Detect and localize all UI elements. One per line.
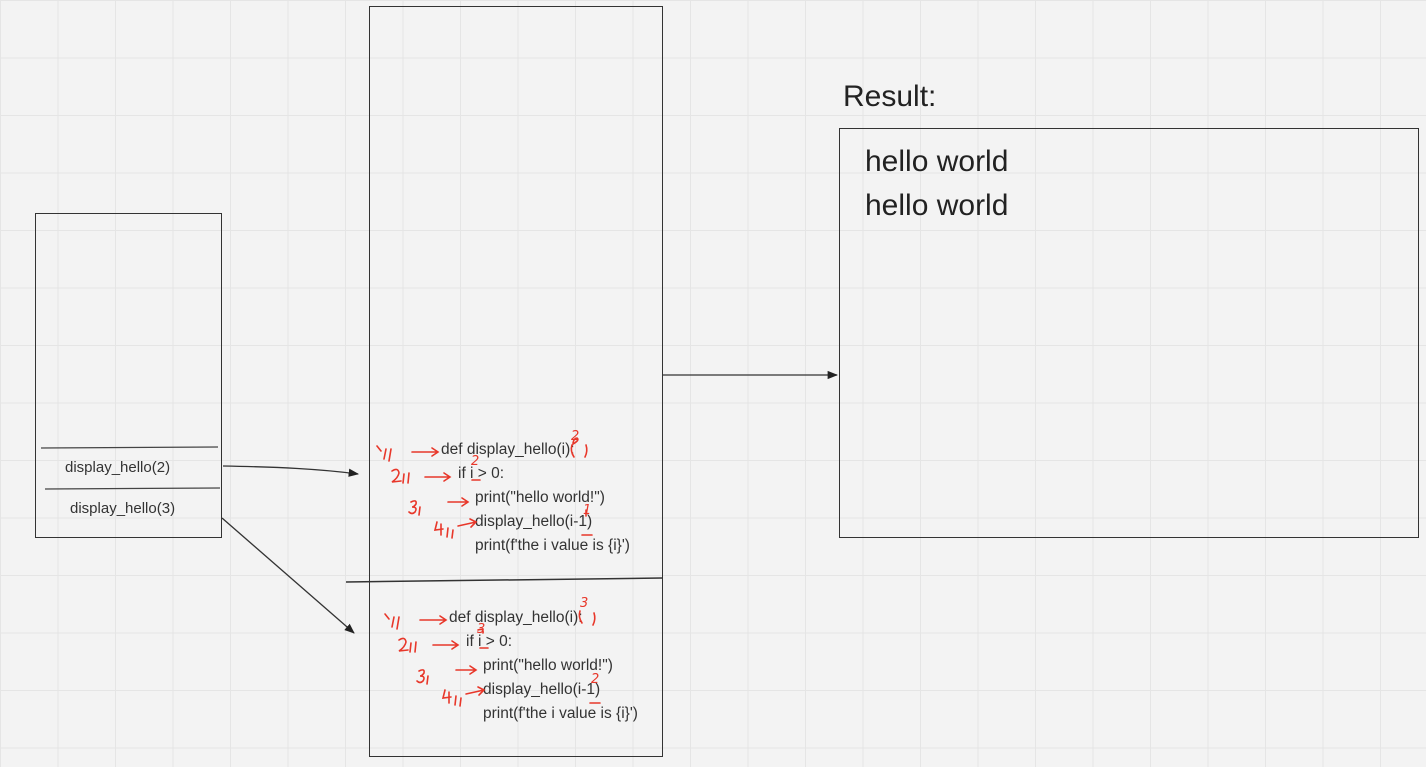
call-stack-box <box>35 213 222 538</box>
code-line-def: def display_hello(i): <box>441 441 575 458</box>
result-title: Result: <box>843 80 937 113</box>
arrow-frame-3-to-code <box>221 517 355 634</box>
stack-frame-1: display_hello(2) <box>65 459 171 476</box>
result-box <box>839 128 1419 538</box>
code-line-print: print("hello world!") <box>483 657 613 674</box>
result-line-1: hello world <box>865 145 1009 178</box>
execution-box <box>369 6 663 757</box>
code-line-if: if i > 0: <box>466 633 513 650</box>
code-line-print-i: print(f'the i value is {i}') <box>483 705 638 722</box>
code-line-recursive-call: display_hello(i-1) <box>483 681 601 698</box>
code-line-if: if i > 0: <box>458 465 505 482</box>
code-line-print: print("hello world!") <box>475 489 605 506</box>
arrow-frame-2-to-code <box>222 465 360 477</box>
result-line-2: hello world <box>865 189 1009 222</box>
code-line-print-i: print(f'the i value is {i}') <box>475 537 630 554</box>
code-line-def: def display_hello(i): <box>449 609 583 626</box>
stack-frame-2: display_hello(3) <box>70 500 176 517</box>
code-line-recursive-call: display_hello(i-1) <box>475 513 593 530</box>
